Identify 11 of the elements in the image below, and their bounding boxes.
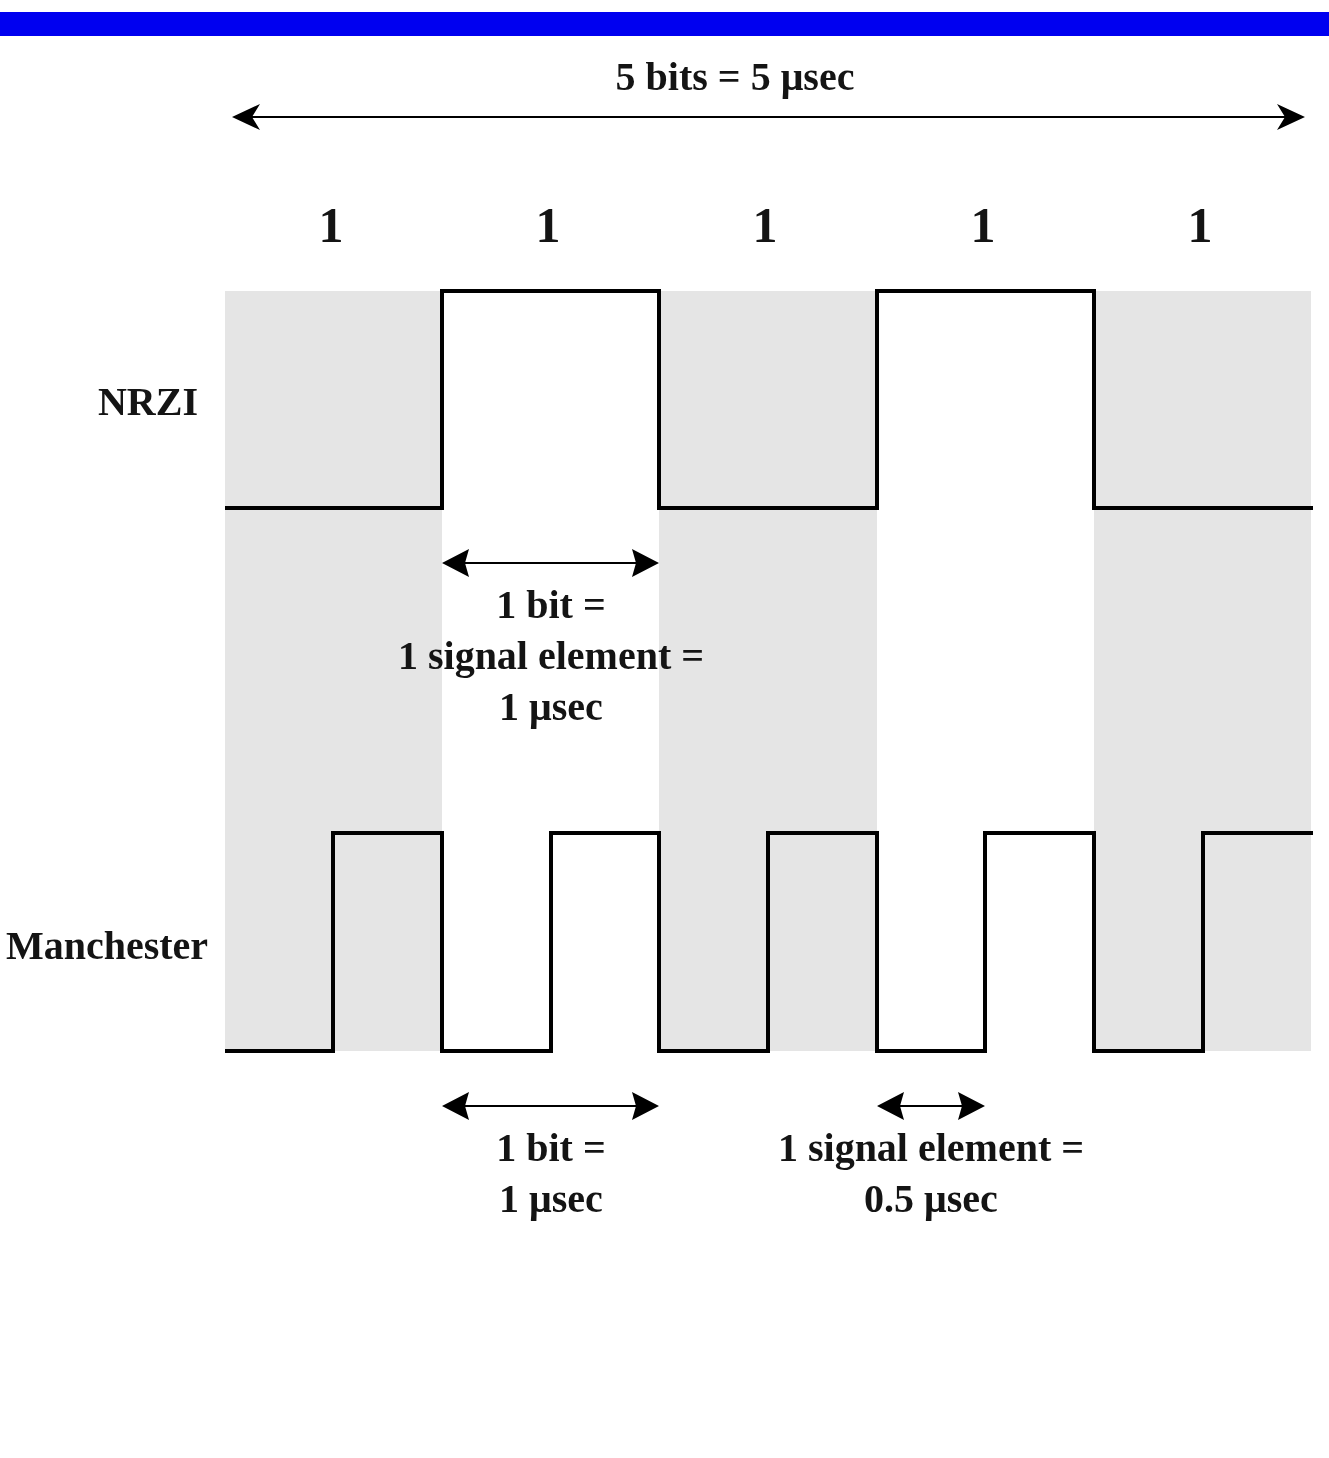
bit-value: 1: [535, 197, 561, 253]
dimension-label: 5 bits = 5 μsec: [615, 52, 855, 101]
bit-value: 1: [1187, 197, 1213, 253]
row-label: NRZI: [98, 377, 198, 426]
dimension-label: 1 signal element = 0.5 μsec: [777, 1124, 1085, 1223]
bit-value: 1: [970, 197, 996, 253]
dimension-label: 1 bit = 1 signal element = 1 μsec: [397, 580, 705, 731]
row-label: Manchester: [5, 921, 209, 970]
bit-value: 1: [752, 197, 778, 253]
dimension-label: 1 bit = 1 μsec: [496, 1124, 606, 1223]
bit-value: 1: [318, 197, 344, 253]
